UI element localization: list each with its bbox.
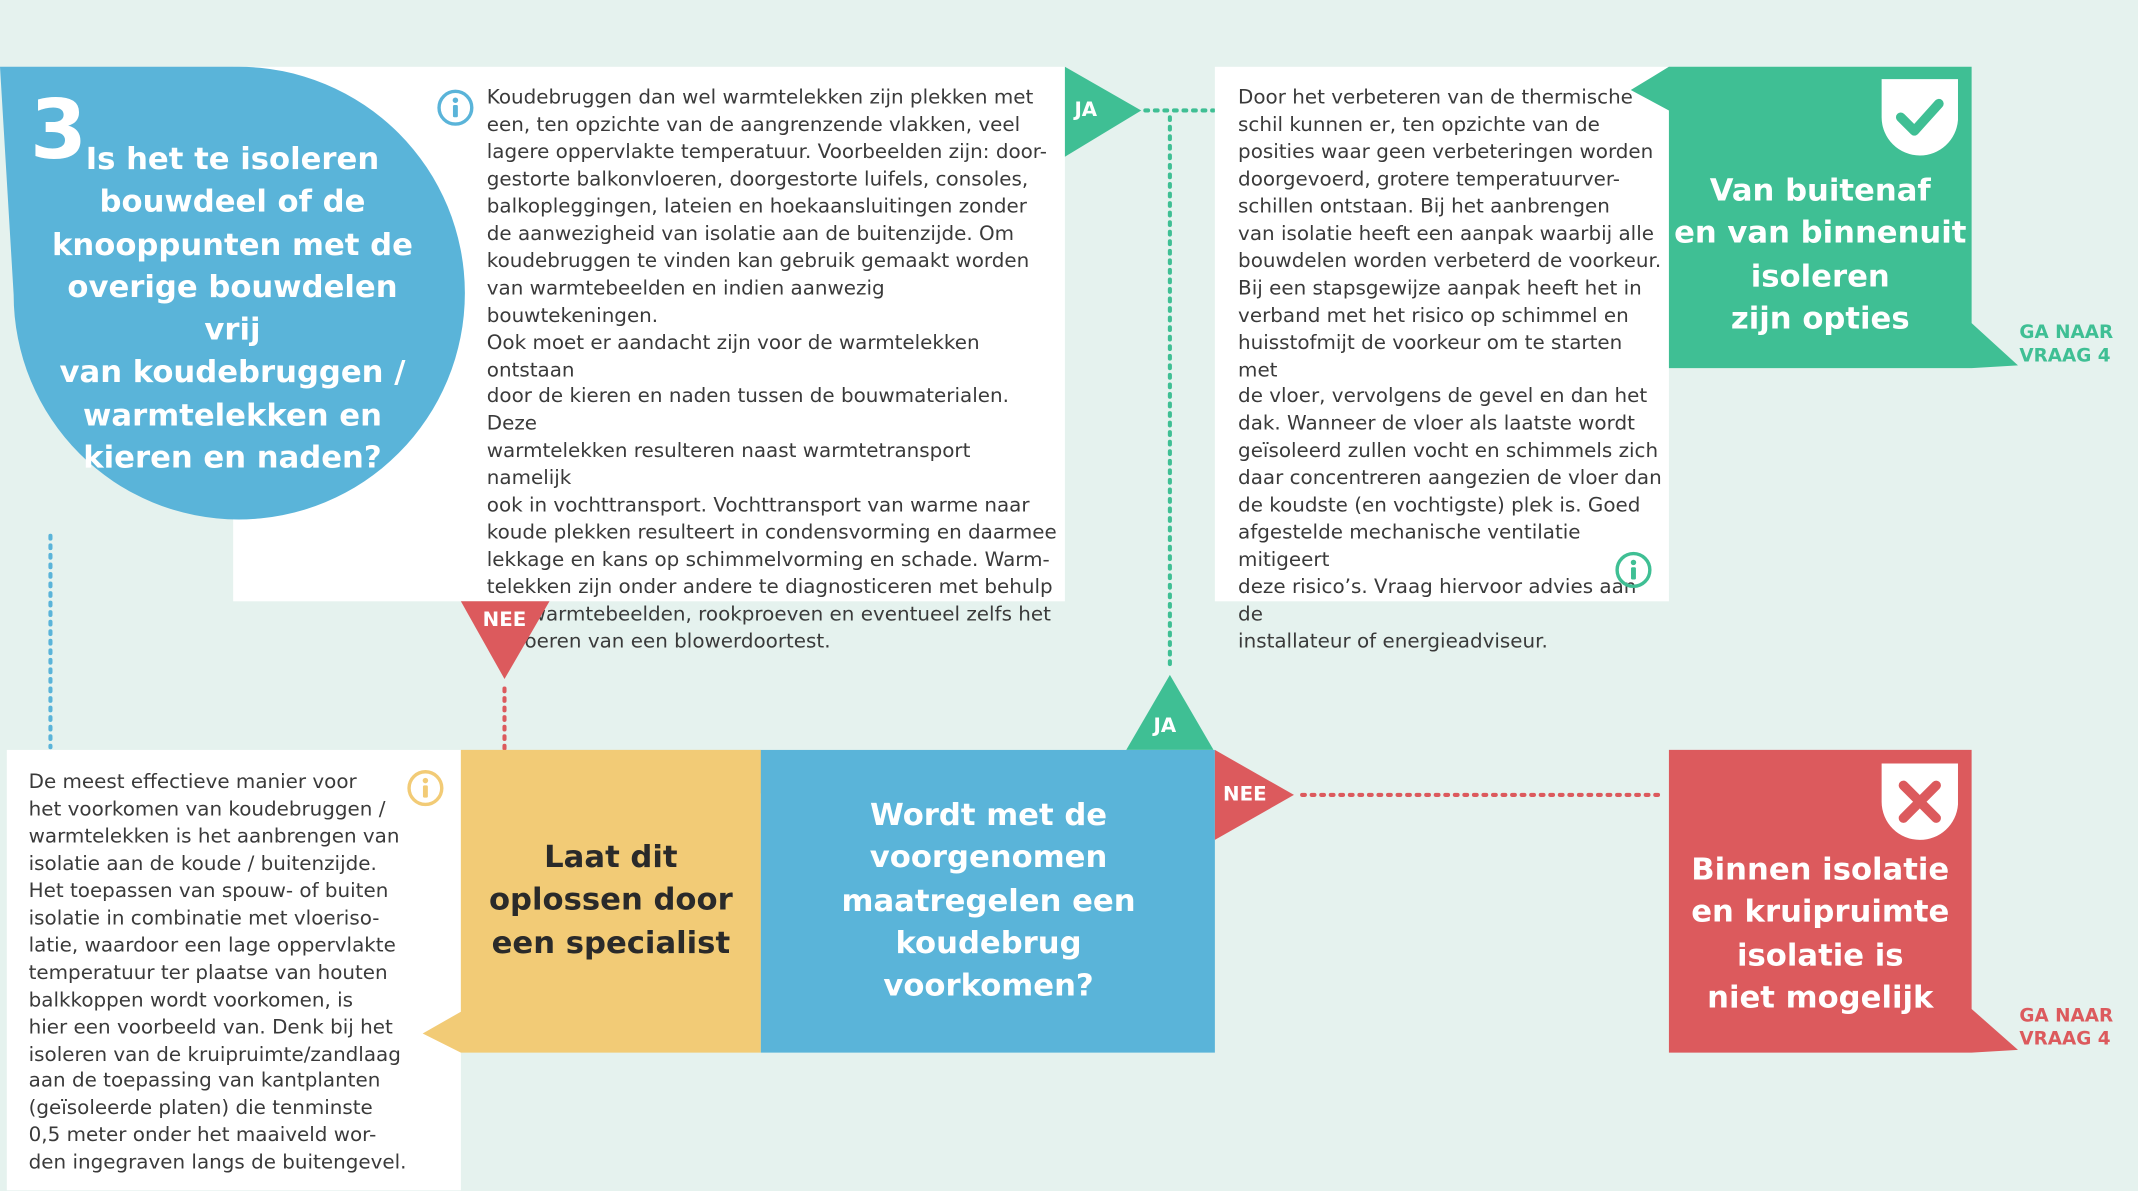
check-icon (1881, 79, 1958, 156)
question-2-text: Wordt met de voorgenomen maatregelen een… (841, 797, 1136, 1004)
nee-label-right: NEE (1223, 784, 1267, 806)
info-icon (1615, 551, 1652, 589)
info-text-right: Door het verbeteren van de thermische sc… (1238, 85, 1662, 654)
info-panel-left (6, 749, 461, 1191)
result-no-text: Binnen isolatie en kruipruimte isolatie … (1691, 852, 1950, 1016)
info-panel-right (1214, 66, 1669, 602)
cross-icon (1881, 763, 1958, 840)
specialist-text: Laat dit oplossen door een specialist (488, 839, 733, 961)
result-yes-text: Van buitenaf en van binnenuit isoleren z… (1674, 173, 1967, 337)
info-text-left: De meest effectieve manier voor het voor… (28, 770, 407, 1175)
step-question: Is het te isoleren bouwdeel of de knoopp… (52, 141, 413, 476)
nee-label-top: NEE (482, 609, 527, 632)
ja-label-mid: JA (1153, 715, 1177, 738)
ja-label-top: JA (1074, 99, 1098, 122)
info-text-top: Koudebruggen dan wel warmtelekken zijn p… (486, 85, 1057, 654)
info-icon (407, 770, 444, 807)
goto-question-4-yes[interactable]: GA NAAR VRAAG 4 (2019, 321, 2114, 367)
question-2-box (760, 749, 1215, 1053)
goto-question-4-no[interactable]: GA NAAR VRAAG 4 (2019, 1004, 2114, 1050)
step-number: 3 (29, 83, 87, 179)
info-icon (437, 89, 474, 126)
